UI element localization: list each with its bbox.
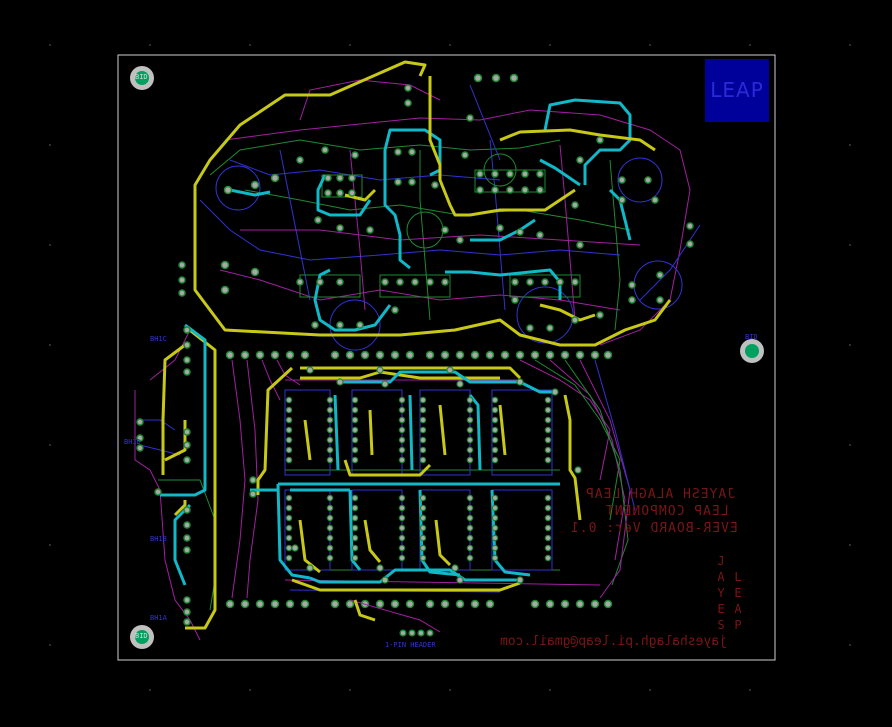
leap-logo-text: LEAP: [710, 78, 764, 102]
left-side-circuit: [134, 323, 257, 641]
bottom-header-pins: [399, 629, 434, 637]
vertical-letter: P: [734, 618, 742, 632]
lower-silkscreen: [231, 359, 636, 633]
ic-pins: [285, 366, 582, 584]
credit-line-2: LEAP COMPONENT: [605, 504, 729, 519]
email-text: jayeshalagh.pi.leap@gmail.com: [500, 634, 727, 649]
vertical-letter: Y: [717, 586, 725, 600]
header-bottom-row: [225, 599, 613, 609]
mounting-hole-label-tl: BID: [135, 73, 148, 81]
mounting-holes: [130, 66, 764, 649]
board-outline: [117, 54, 776, 661]
vertical-col-2: L E A P: [733, 569, 743, 633]
vertical-col-1: J A Y E S: [716, 553, 726, 633]
vertical-letter: L: [734, 570, 742, 584]
credit-line-1: JAYESH ALAGH LEAP: [585, 487, 736, 502]
vertical-letter: S: [717, 618, 725, 632]
vertical-letter: A: [717, 570, 725, 584]
vertical-letter: E: [717, 602, 725, 616]
bh-label-2: BH1D: [124, 438, 141, 446]
mounting-hole-label-bl: BID: [135, 632, 148, 640]
bh-label-4: BH1A: [150, 614, 167, 622]
grid-dots: [49, 44, 851, 691]
bh-label-1: BH1C: [150, 335, 167, 343]
pin-header-label: 1-PIN HEADER: [385, 641, 436, 649]
upper-top-copper: [193, 60, 672, 347]
bh-label-3: BH1B: [150, 535, 167, 543]
leap-logo: LEAP: [705, 59, 769, 122]
vertical-letter: J: [717, 554, 725, 568]
credit-line-3: EVER-BOARD Ver: 0.1: [570, 521, 738, 536]
lower-bottom-copper: [250, 370, 560, 584]
upper-pads: [178, 73, 694, 332]
vertical-letter: E: [734, 586, 742, 600]
mounting-hole-label-r: BID: [745, 333, 758, 341]
vertical-letter: A: [734, 602, 742, 616]
header-top-row: [225, 350, 613, 360]
